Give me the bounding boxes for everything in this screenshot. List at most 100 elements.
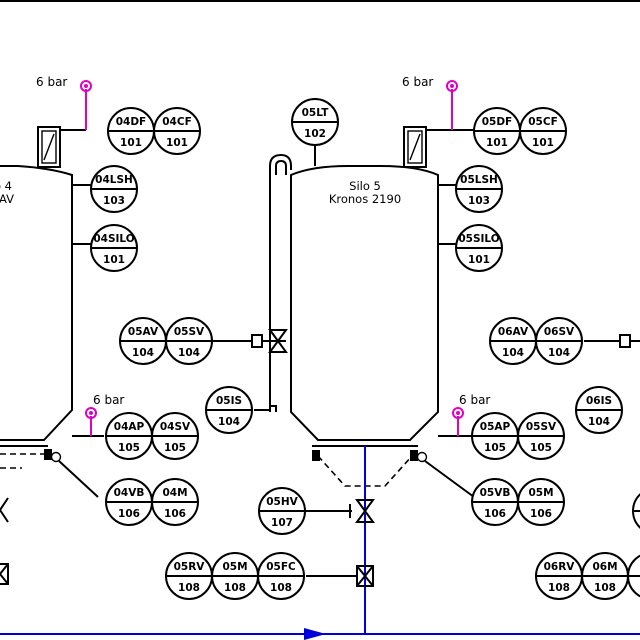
instrument-bubble[interactable]: 05AP 105 [471, 412, 519, 460]
instrument-number: 108 [270, 582, 292, 594]
instrument-number: 101 [166, 137, 188, 149]
instrument-number: 104 [502, 347, 524, 359]
instrument-number: 106 [484, 508, 506, 520]
gauge-stems [85, 89, 459, 436]
instrument-tag: 05RV [174, 561, 206, 573]
instrument-bubble[interactable]: 05SV 105 [517, 412, 565, 460]
instrument-bubble[interactable]: 06AV 104 [489, 317, 537, 365]
pressure-label: 6 bar [93, 393, 124, 407]
instrument-number: 104 [548, 347, 570, 359]
process-line [0, 446, 640, 640]
instrument-bubble[interactable]: 05RV 108 [165, 552, 213, 600]
instrument-number: 104 [178, 347, 200, 359]
instrument-tag: 05FC [266, 561, 296, 573]
instrument-bubble[interactable]: 05SV 104 [165, 317, 213, 365]
instrument-number: 101 [532, 137, 554, 149]
silo-4-rotary-valve-icon[interactable] [0, 563, 9, 585]
instrument-bubble[interactable]: 05FC 108 [257, 552, 305, 600]
instrument-tag: 05IS [216, 395, 242, 407]
instrument-tag: 04SILO [93, 233, 134, 245]
instrument-tag: 05AV [128, 326, 159, 338]
flow-arrow-icon [304, 628, 326, 640]
instrument-tag: 06RV [544, 561, 576, 573]
instrument-tag: 04AP [114, 421, 145, 433]
instrument-tag: 06M [592, 561, 617, 573]
pressure-label: 6 bar [36, 75, 67, 89]
instrument-tag: 04VB [114, 487, 145, 499]
pressure-label: 6 bar [402, 75, 433, 89]
instrument-number: 105 [530, 442, 552, 454]
instrument-number: 103 [468, 195, 490, 207]
instrument-number: 104 [132, 347, 154, 359]
silo-6-fill-pipe [584, 334, 640, 348]
silo-5-subtitle: Kronos 2190 [329, 192, 401, 206]
silo-4-subtitle: Hatt AV [0, 192, 14, 206]
instrument-number: 107 [271, 517, 293, 529]
instrument-number: 101 [120, 137, 142, 149]
instrument-bubble[interactable]: 05AV 104 [119, 317, 167, 365]
instrument-bubble[interactable] [632, 488, 640, 534]
hand-valve-05hv[interactable] [302, 499, 375, 523]
silo-4-outlet [0, 435, 104, 498]
instrument-bubble[interactable]: 05LSH 103 [455, 165, 503, 213]
instrument-bubble[interactable]: 05M 106 [517, 478, 565, 526]
instrument-bubble[interactable]: 05HV 107 [258, 487, 306, 535]
instrument-number: 104 [588, 416, 610, 428]
instrument-tag: 05SILO [458, 233, 499, 245]
instrument-number: 106 [530, 508, 552, 520]
instrument-number: 108 [548, 582, 570, 594]
instrument-tag: 05HV [266, 496, 298, 508]
instrument-bubble[interactable]: 06RV 108 [535, 552, 583, 600]
instrument-number: 105 [484, 442, 506, 454]
instrument-bubble[interactable]: 04VB 106 [105, 478, 153, 526]
instrument-number: 103 [103, 195, 125, 207]
instrument-number: 102 [304, 128, 326, 140]
silo-5-outlet [312, 445, 475, 498]
instrument-tag: 05SV [526, 421, 557, 433]
rotary-valve-05rv[interactable] [306, 565, 374, 587]
instrument-number: 101 [103, 254, 125, 266]
silo-5[interactable]: Silo 5 Kronos 2190 [290, 165, 439, 441]
instrument-number: 108 [178, 582, 200, 594]
instrument-tag: 05SV [174, 326, 205, 338]
instrument-bubble[interactable]: 04SILO 101 [90, 224, 138, 272]
instrument-number: 108 [224, 582, 246, 594]
instrument-tag: 05LSH [460, 174, 498, 186]
silo-4-vent-filter [37, 126, 86, 168]
instrument-number: 108 [594, 582, 616, 594]
instrument-tag: 05AP [480, 421, 511, 433]
instrument-bubble[interactable]: 05DF 101 [473, 107, 521, 155]
instrument-bubble[interactable]: 04M 106 [151, 478, 199, 526]
silo-4-name: Silo 4 [0, 179, 12, 193]
instrument-bubble[interactable]: 05LT 102 [291, 98, 339, 146]
instrument-bubble[interactable]: 04AP 105 [105, 412, 153, 460]
fill-pipe [212, 153, 292, 412]
instrument-number: 101 [486, 137, 508, 149]
instrument-tag: 06IS [586, 395, 612, 407]
instrument-number: 105 [118, 442, 140, 454]
instrument-bubble[interactable]: 06M 108 [581, 552, 629, 600]
instrument-tag: 05M [528, 487, 553, 499]
instrument-tag: 05DF [482, 116, 513, 128]
instrument-number: 106 [164, 508, 186, 520]
fill-line-valve[interactable] [268, 329, 288, 353]
silo-4[interactable]: Silo 4 Hatt AV [0, 165, 73, 441]
instrument-tag: 06AV [498, 326, 529, 338]
instrument-tag: 05LT [302, 107, 330, 119]
instrument-tag: 04M [162, 487, 187, 499]
instrument-number: 106 [118, 508, 140, 520]
instrument-bubble[interactable]: 06IS 104 [575, 386, 623, 434]
instrument-bubble[interactable] [627, 553, 640, 599]
silo-4-discharge-valve[interactable] [0, 497, 9, 523]
